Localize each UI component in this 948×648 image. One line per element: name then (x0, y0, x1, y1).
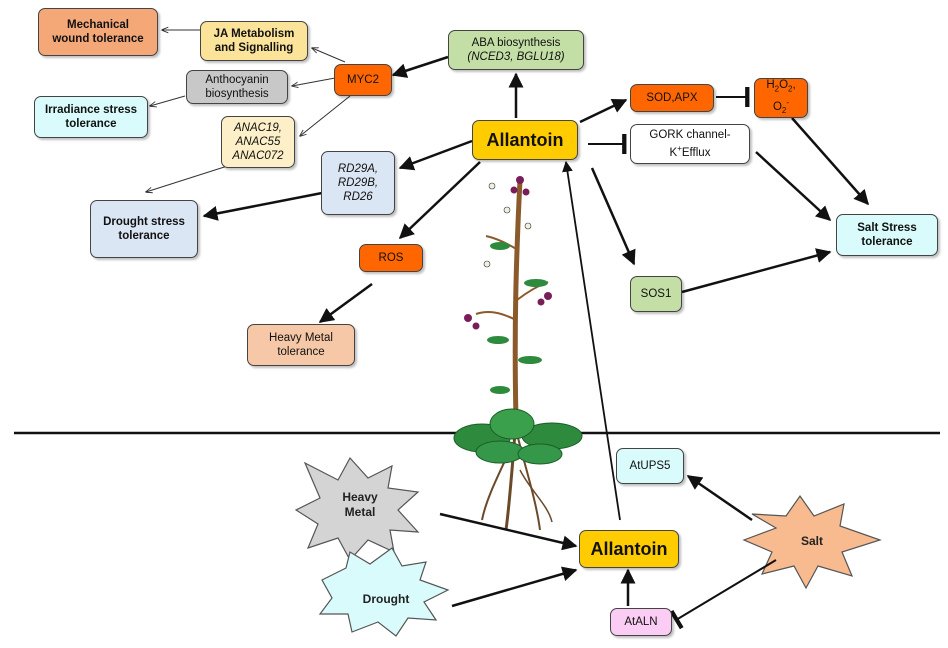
node-atups5: AtUPS5 (616, 448, 684, 484)
edge-myc2-to-anthocyanin (292, 77, 336, 86)
node-drought-stress-tolerance: Drought stress tolerance (90, 200, 198, 258)
edge-h2o2-to-salt-tolerance (791, 117, 869, 206)
node-anthocyanin-biosynthesis: Anthocyanin biosynthesis (186, 70, 288, 104)
node-ataln: AtALN (610, 608, 672, 636)
edge-heavy-metal-to-allantoin (439, 512, 578, 551)
node-ros: ROS (359, 244, 423, 272)
edge-bottom-to-top-allantoin (562, 160, 621, 521)
node-salt-stress-tolerance: Salt Stress tolerance (836, 214, 938, 256)
edge-gork-to-salt-tolerance (755, 151, 832, 222)
h2o2-line: H2O2, (766, 79, 796, 94)
gork-efflux-line: K+Efflux (669, 144, 711, 159)
node-anac-genes: ANAC19, ANAC55 ANAC072 (221, 116, 295, 168)
node-allantoin-top: Allantoin (472, 120, 578, 160)
edge-allantoin-to-rd (398, 139, 473, 171)
edge-anthocyanin-to-irradiance (150, 95, 186, 106)
heavy-metal-burst (294, 456, 420, 562)
node-irradiance-stress-tolerance: Irradiance stress tolerance (34, 96, 148, 138)
heavy-metal-label: Heavy Metal (342, 490, 378, 519)
plant-illustration (453, 176, 583, 531)
edge-aba-to-myc2 (391, 55, 449, 78)
node-sod-apx: SOD,APX (630, 84, 714, 112)
edge-allantoin-to-sos1 (590, 167, 636, 266)
edge-drought-to-allantoin (451, 566, 578, 608)
node-allantoin-bottom: Allantoin (579, 530, 679, 568)
salt-burst (742, 494, 882, 590)
edge-salt-to-atups5 (686, 474, 753, 522)
node-aba-biosynthesis: ABA biosynthesis (NCED3, BGLU18) (448, 30, 584, 70)
edge-rd-to-drought (202, 191, 323, 221)
salt-label: Salt (800, 534, 823, 548)
edge-ros-to-heavy-metal (318, 282, 373, 324)
drought-burst (318, 547, 450, 637)
node-h2o2: H2O2, O2- (754, 78, 808, 118)
edge-sos1-to-salt-tolerance (681, 248, 832, 294)
edge-allantoin-to-ros (398, 161, 481, 240)
drought-label: Drought (362, 592, 410, 606)
node-myc2: MYC2 (334, 64, 392, 96)
node-ja-metabolism: JA Metabolism and Signalling (200, 21, 308, 61)
superoxide-line: O2- (772, 97, 790, 115)
node-heavy-metal-tolerance: Heavy Metal tolerance (247, 324, 355, 366)
edge-salt-inhibits-ataln (669, 559, 777, 630)
node-rd-genes: RD29A, RD29B, RD26 (321, 151, 395, 215)
edge-myc2-to-anac (300, 95, 351, 136)
edge-allantoin-to-sod (579, 98, 628, 124)
node-gork-channel: GORK channel- K+Efflux (630, 124, 750, 164)
edge-myc2-to-ja (312, 48, 346, 63)
node-sos1: SOS1 (630, 276, 682, 312)
node-mechanical-wound-tolerance: Mechanical wound tolerance (38, 8, 158, 56)
